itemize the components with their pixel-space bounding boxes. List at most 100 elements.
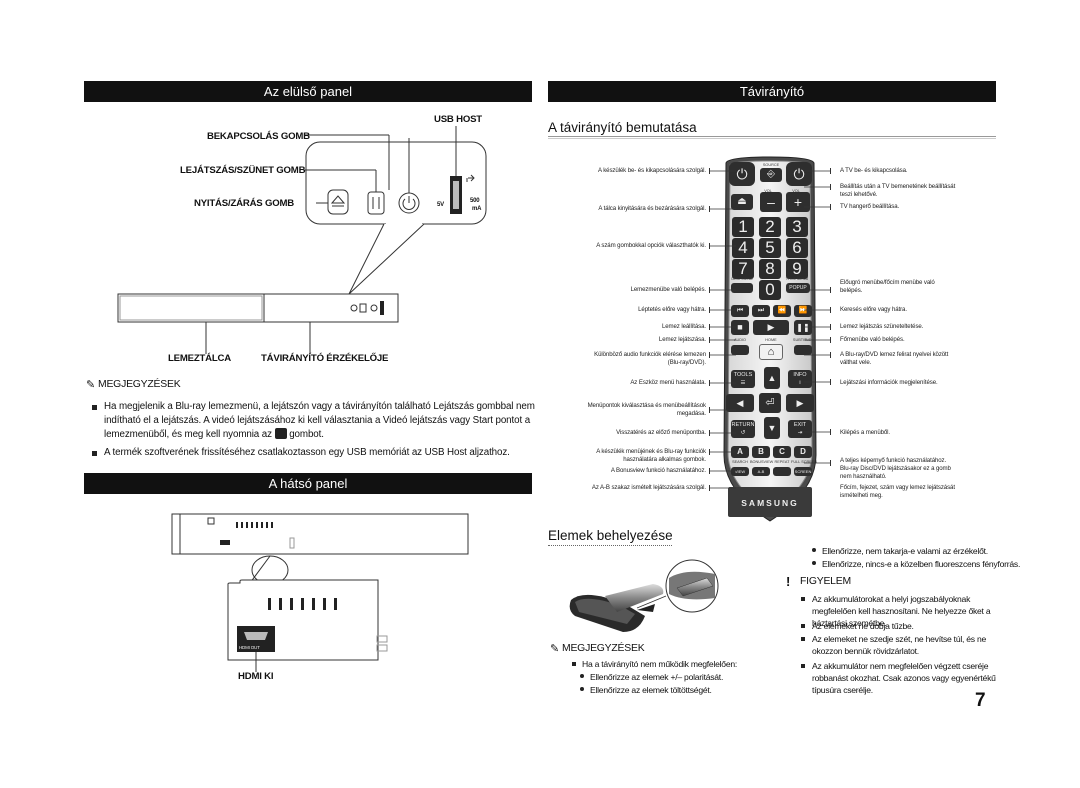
vol-down-button[interactable]: –: [760, 192, 782, 212]
remote-label-volume: TV hangerő beállítása.: [840, 203, 900, 210]
skip-back-button[interactable]: ⏮: [731, 305, 749, 317]
pause-button[interactable]: ❚❚: [794, 320, 812, 335]
warning-3: Az elemeket ne szedje szét, ne hevítse t…: [801, 633, 1002, 657]
rear-panel-diagram: [171, 513, 469, 672]
tv-power-button[interactable]: ⏻: [786, 162, 812, 186]
source-button[interactable]: ⎆: [760, 168, 782, 182]
bonusview-label: BONUSVIEW: [750, 460, 774, 464]
view-button[interactable]: VIEW: [731, 467, 749, 476]
remote-label-search: Keresés előre vagy hátra.: [840, 306, 907, 313]
audio-button[interactable]: [731, 345, 749, 355]
rewind-button[interactable]: ⏪: [773, 305, 791, 317]
front-note-1: Ha megjelenik a Blu-ray lemezmenü, a lej…: [92, 400, 536, 442]
audio-label: AUDIO: [733, 338, 747, 342]
warning-1: Az akkumulátorokat a helyi jogszabályokn…: [801, 593, 1002, 629]
num-8-button[interactable]: 8: [759, 259, 781, 279]
b-button[interactable]: B: [752, 446, 770, 458]
remote-label-color-2: használatára alkalmas gombok.: [623, 456, 706, 463]
home-button[interactable]: ⌂: [759, 344, 783, 360]
nav-right-button[interactable]: ▶: [786, 394, 814, 412]
num-7-button[interactable]: 7: [732, 259, 754, 279]
remote-label-skip: Léptetés előre vagy hátra.: [638, 306, 706, 313]
repeat-button[interactable]: [773, 467, 791, 476]
front-panel-title: Az elülső panel: [84, 81, 532, 102]
enter-button[interactable]: ⏎: [759, 393, 781, 413]
batteries-title-rule: [548, 545, 672, 546]
c-button[interactable]: C: [773, 446, 791, 458]
repeat-label: REPEAT: [774, 460, 790, 464]
usb-host-label: USB HOST: [434, 114, 482, 125]
remote-label-return: Visszatérés az előző menüpontba.: [616, 429, 706, 436]
exit-button[interactable]: EXIT⇥: [788, 420, 812, 438]
play-button[interactable]: ▶: [753, 320, 789, 335]
fast-fwd-button[interactable]: ⏩: [794, 305, 812, 317]
nav-left-button[interactable]: ◀: [726, 394, 754, 412]
subtitle-button[interactable]: [794, 345, 812, 355]
batteries-check-1: Ellenőrizze, nem takarja-e valami az érz…: [812, 545, 988, 557]
warning-mark: !: [786, 574, 791, 589]
remote-label-eject: A tálca kinyitására és bezárására szolgá…: [598, 205, 706, 212]
front-notes-title: MEGJEGYZÉSEK: [98, 379, 181, 390]
ab-button[interactable]: A-B: [752, 467, 770, 476]
num-1-button[interactable]: 1: [732, 217, 754, 237]
remote-label-subtitle: A Blu-ray/DVD lemez felirat nyelvei közö…: [840, 351, 949, 358]
num-9-button[interactable]: 9: [786, 259, 808, 279]
a-button[interactable]: A: [731, 446, 749, 458]
usb-5v-label: 5V: [437, 202, 444, 208]
stop-button[interactable]: ■: [731, 320, 749, 335]
home-label: HOME: [765, 338, 777, 342]
battery-illustration: [569, 559, 719, 632]
remote-label-repeat: Főcím, fejezet, szám vagy lemez lejátszá…: [840, 484, 955, 491]
disc-menu-button[interactable]: [731, 283, 753, 293]
warning-2: Az elemeket ne dobja tűzbe.: [801, 620, 1002, 632]
num-5-button[interactable]: 5: [759, 238, 781, 258]
num-6-button[interactable]: 6: [786, 238, 808, 258]
remote-label-numbers: A szám gombokkal opciók választhatók ki.: [596, 242, 706, 249]
remote-label-info: Lejátszási információk megjelenítése.: [840, 379, 938, 386]
page-number: 7: [975, 690, 986, 711]
disc-menu-label: DISC MENU: [731, 277, 753, 281]
remote-label-bonusview: A Bonusview funkció használatához.: [610, 467, 706, 474]
batteries-notes-title: MEGJEGYZÉSEK: [562, 643, 645, 654]
front-panel-diagram: [117, 126, 487, 354]
nav-down-button[interactable]: ▼: [764, 417, 780, 439]
remote-label-full-3: nem használható.: [840, 473, 887, 480]
remote-sensor-label: TÁVIRÁNYÍTÓ ÉRZÉKELŐJE: [261, 353, 389, 364]
title-menu-label: TITLE MENU: [785, 277, 809, 281]
nav-up-button[interactable]: ▲: [764, 367, 780, 389]
warning-title: FIGYELEM: [800, 576, 851, 587]
remote-label-power: A készülék be- és kikapcsolására szolgál…: [597, 167, 706, 174]
enter-key-icon: [274, 428, 287, 439]
remote-callout-lines: [709, 168, 831, 491]
remote-subtitle: A távirányító bemutatása: [548, 120, 697, 135]
remote-title: Távirányító: [548, 81, 996, 102]
search-label: SEARCH: [732, 460, 748, 464]
remote-label-pause: Lemez lejátszás szüneteltetése.: [840, 323, 924, 330]
remote-label-exit: Kilépés a menüből.: [840, 429, 891, 436]
num-2-button[interactable]: 2: [759, 217, 781, 237]
usb-ma-label: mA: [472, 206, 482, 212]
warning-4: Az akkumulátor nem megfelelően végzett c…: [801, 660, 1002, 696]
tools-button[interactable]: TOOLS☰: [731, 370, 755, 388]
eject-button[interactable]: ⏏: [731, 194, 753, 210]
vol-label-2: VOL: [792, 189, 800, 193]
hdmi-out-label: HDMI KI: [238, 671, 274, 682]
open-close-button-label: NYITÁS/ZÁRÁS GOMB: [194, 198, 294, 209]
remote-label-disc-menu: Lemezmenübe való belépés.: [630, 286, 707, 293]
remote-label-full-2: Blu-ray Disc/DVD lejátszásakor ez a gomb: [840, 465, 951, 472]
full-label: FULL SCREEN: [791, 460, 818, 464]
return-button[interactable]: RETURN↺: [731, 420, 755, 438]
remote-label-subtitle-2: válthat vele.: [840, 359, 872, 366]
power-button[interactable]: ⏻: [729, 162, 755, 186]
remote-label-home: Főmenübe való belépés.: [840, 336, 905, 343]
popup-button[interactable]: POPUP: [786, 283, 810, 293]
skip-fwd-button[interactable]: ⏭: [752, 305, 770, 317]
remote-label-nav: Menüpontok kiválasztása és menübeállítás…: [587, 402, 707, 409]
screen-button[interactable]: SCREEN: [794, 467, 812, 476]
remote-label-audio: Különböző audio funkciók elérése lemezen: [594, 351, 706, 358]
d-button[interactable]: D: [794, 446, 812, 458]
num-3-button[interactable]: 3: [786, 217, 808, 237]
num-0-button[interactable]: 0: [759, 280, 781, 300]
num-4-button[interactable]: 4: [732, 238, 754, 258]
